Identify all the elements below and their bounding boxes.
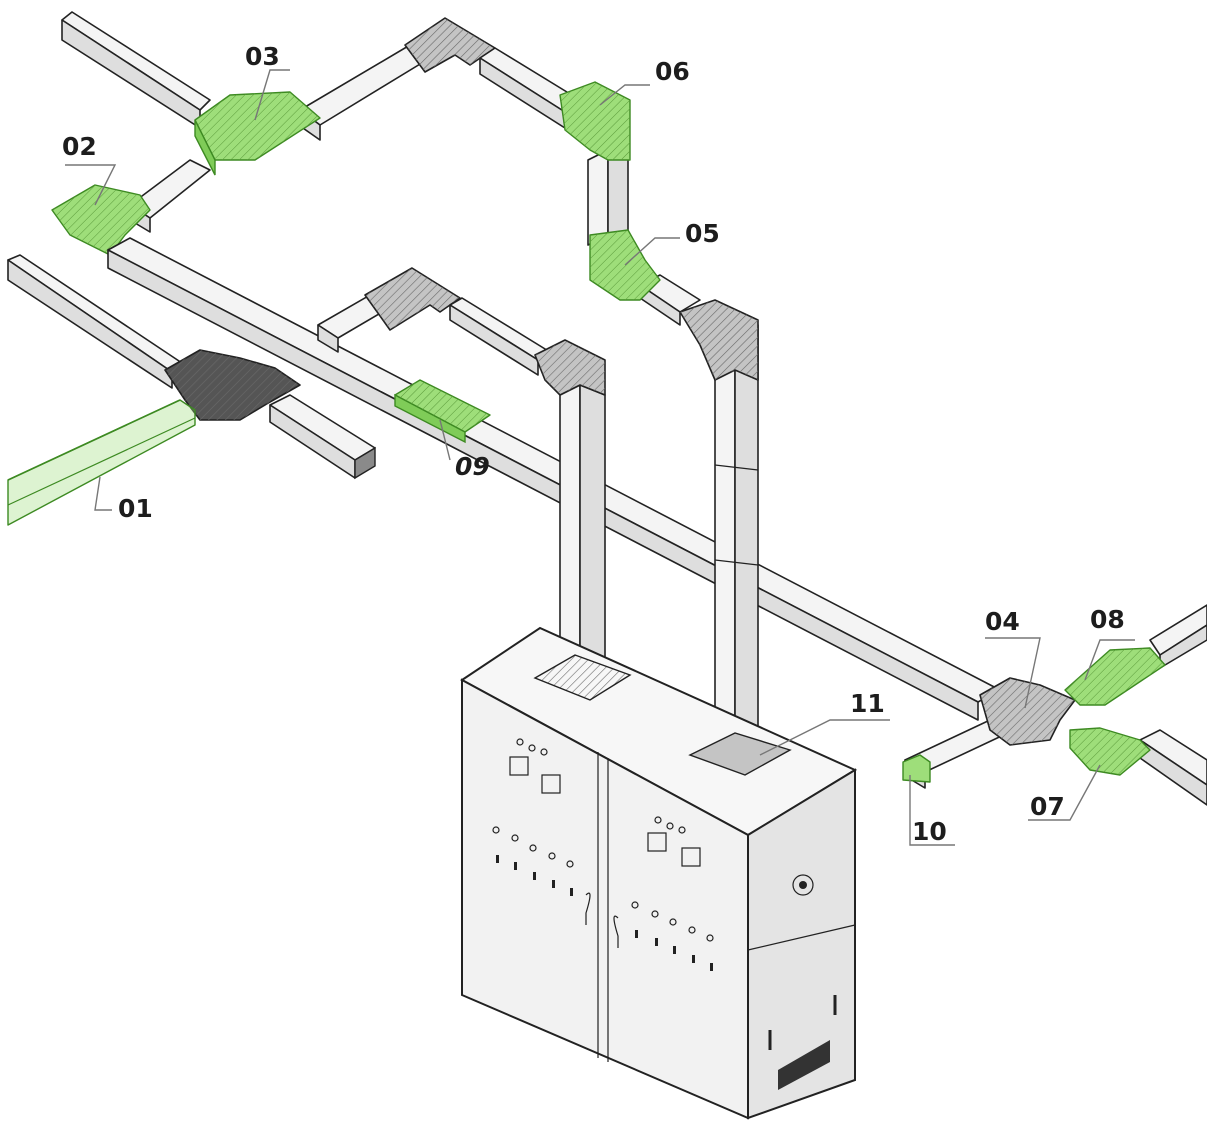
label-11: 11	[850, 689, 885, 718]
label-01: 01	[118, 494, 153, 523]
label-06: 06	[655, 57, 690, 86]
left-lower-trays	[7, 254, 376, 480]
label-07: 07	[1030, 792, 1065, 821]
label-05: 05	[685, 219, 720, 248]
leader-lines	[65, 69, 1135, 846]
label-02: 02	[62, 132, 97, 161]
upper-tray-loop	[61, 11, 701, 326]
fitting-03-tee	[194, 91, 321, 176]
electrical-cabinet	[460, 626, 858, 1120]
part-labels: 01 02 03 04 05 06 07 08 09 10 11	[62, 42, 1125, 846]
fitting-08-reducer	[1064, 647, 1166, 706]
fitting-07-reducer	[1069, 727, 1151, 776]
fitting-09-coupler	[394, 379, 491, 444]
left-cross-fitting	[164, 349, 301, 421]
fitting-02-corner	[51, 184, 151, 256]
right-vertical-drop	[679, 299, 759, 761]
label-09: 09	[455, 452, 490, 481]
label-10: 10	[912, 817, 947, 846]
label-03: 03	[245, 42, 280, 71]
left-vertical-drop	[317, 267, 606, 676]
fitting-06-elbow	[559, 81, 631, 161]
fitting-01-straight	[7, 399, 196, 526]
label-08: 08	[1090, 605, 1125, 634]
right-trays	[904, 604, 1207, 806]
fitting-04-cross	[979, 677, 1076, 746]
label-04: 04	[985, 607, 1020, 636]
